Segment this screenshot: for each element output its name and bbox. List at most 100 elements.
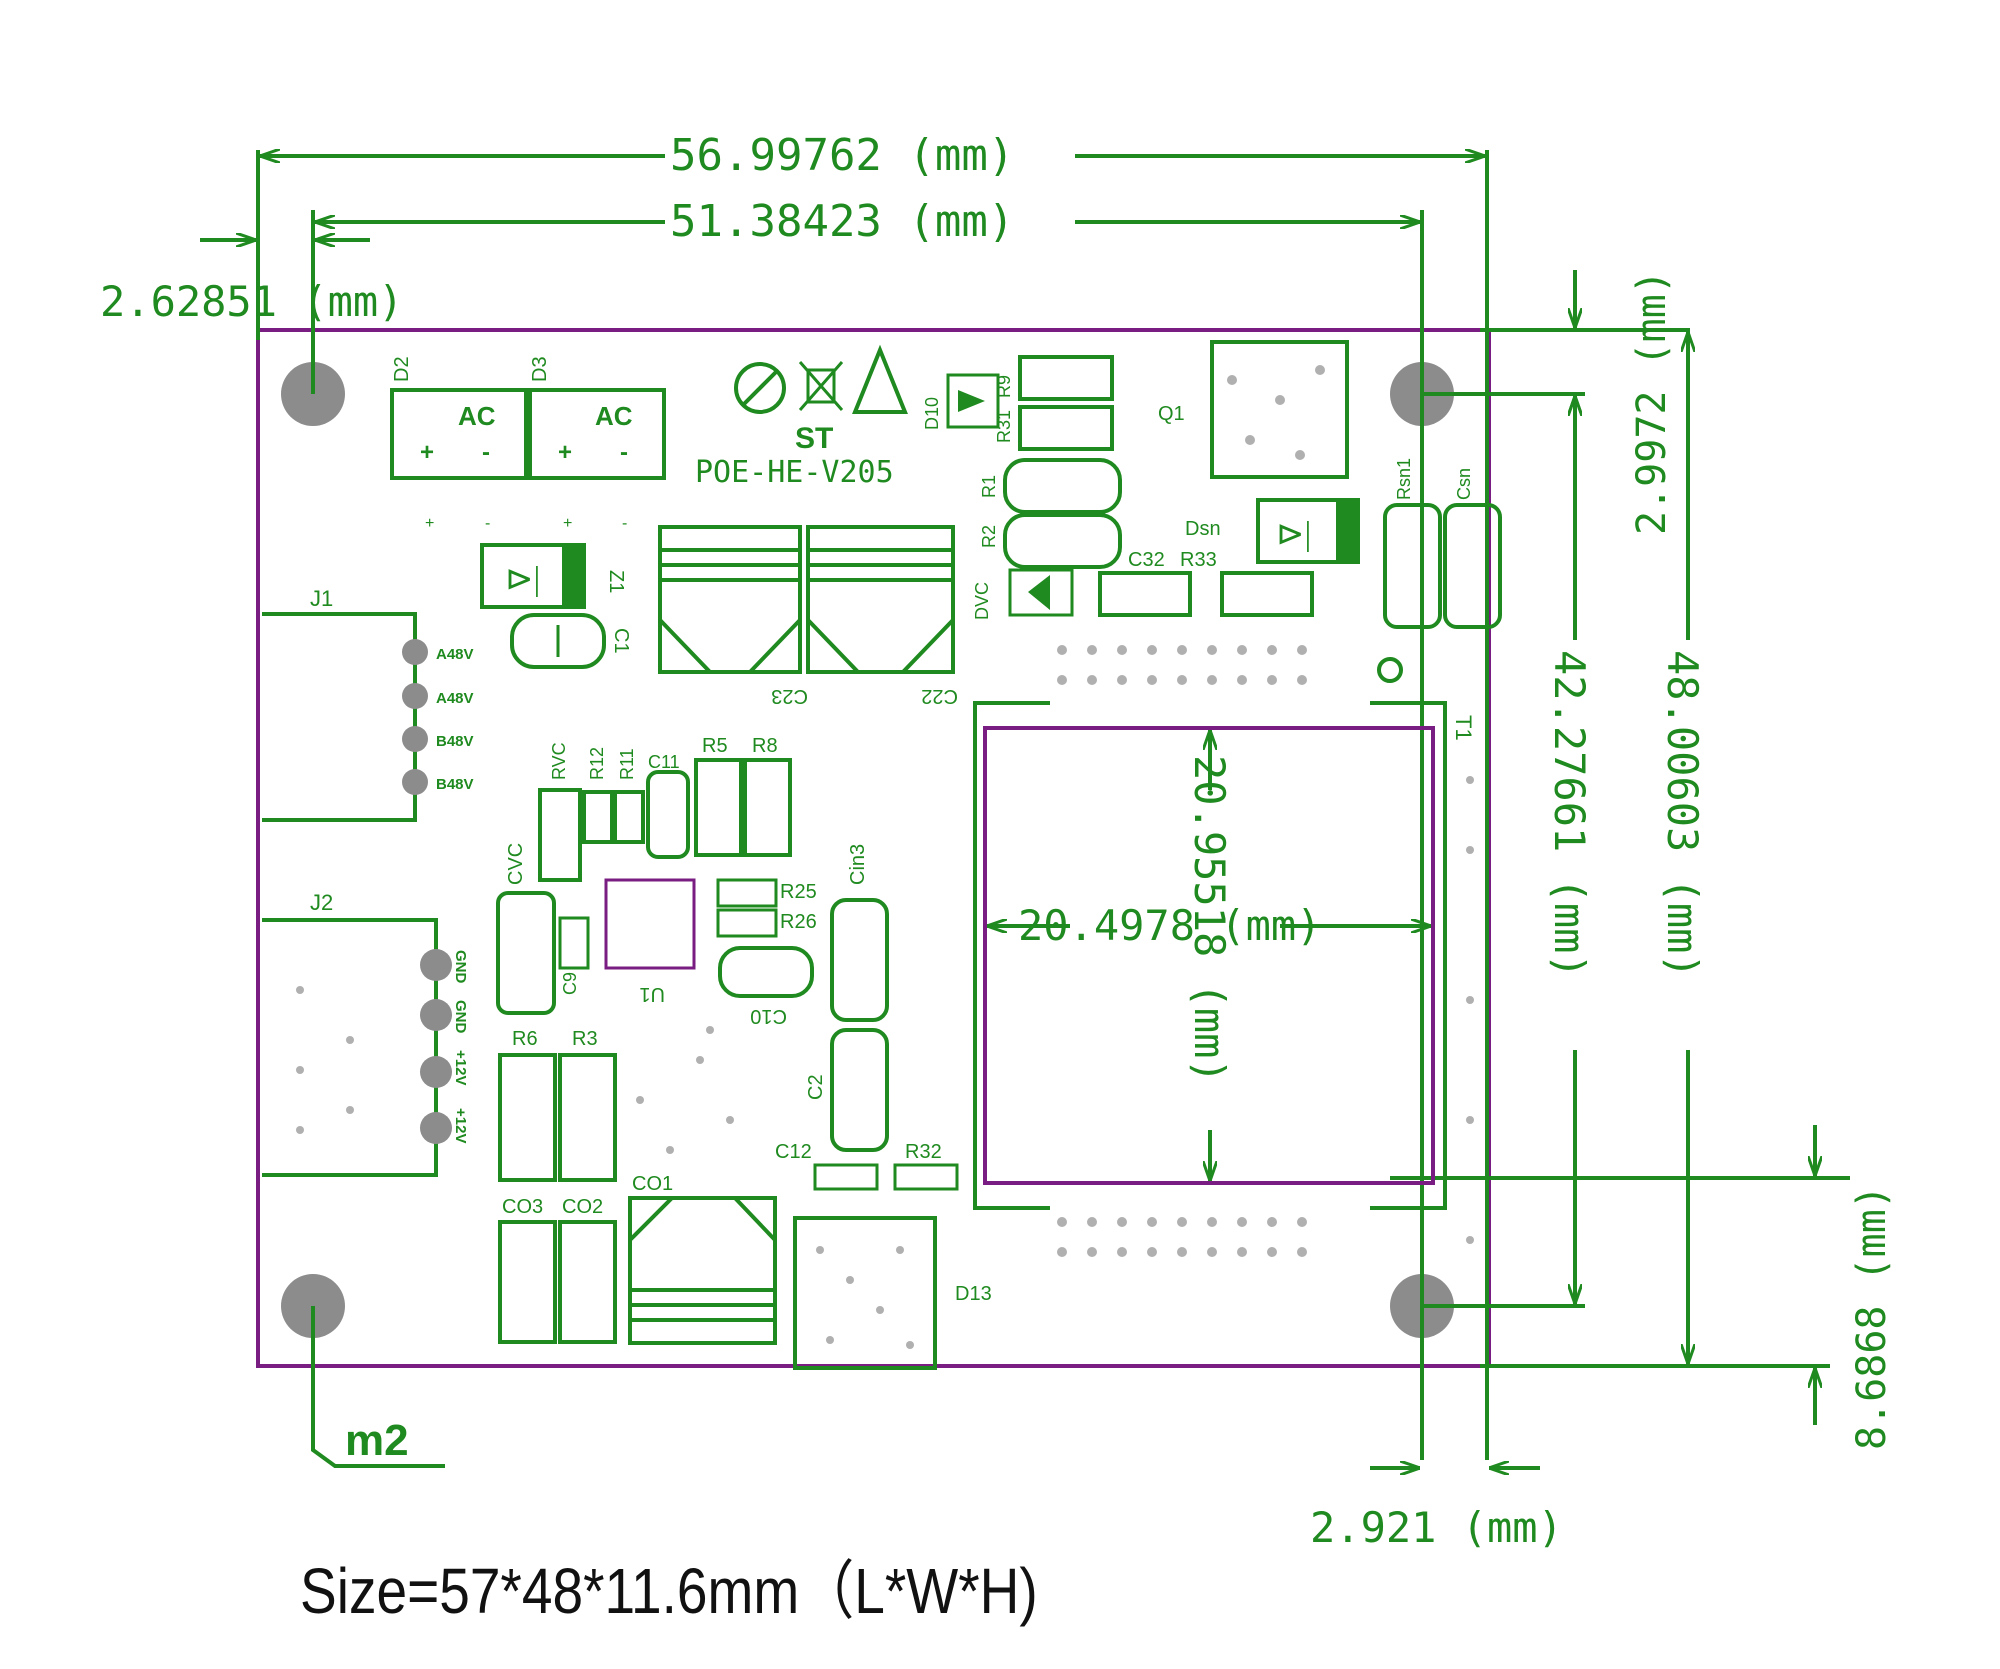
capacitor-csn bbox=[1443, 503, 1502, 629]
size-caption: Size=57*48*11.6mm（L*W*H) bbox=[300, 1555, 1038, 1627]
j2-pin-label-1: GND bbox=[452, 950, 469, 984]
ic-u1 bbox=[604, 878, 696, 970]
label-dsn: Dsn bbox=[1185, 518, 1221, 540]
bridge-d2 bbox=[390, 388, 528, 480]
label-c9: C9 bbox=[560, 972, 580, 995]
capacitor-c2 bbox=[830, 1028, 889, 1152]
j2-pin-2 bbox=[420, 999, 452, 1031]
m2-leader-line bbox=[311, 1306, 445, 1468]
label-r31: R31 bbox=[994, 410, 1014, 443]
diode-d13 bbox=[793, 1216, 937, 1370]
label-d13: D13 bbox=[955, 1283, 992, 1305]
label-r1: R1 bbox=[979, 475, 999, 498]
bridge-d2-plus: + bbox=[420, 439, 434, 466]
label-u1: U1 bbox=[639, 983, 665, 1005]
capacitor-c32 bbox=[1098, 571, 1192, 617]
label-d10: D10 bbox=[922, 397, 942, 430]
label-r32: R32 bbox=[905, 1141, 942, 1163]
resistor-r11 bbox=[613, 790, 645, 844]
j1-pin-label-1: A48V bbox=[436, 646, 474, 663]
j1-pin-label-4: B48V bbox=[436, 776, 474, 793]
j2-pin-3 bbox=[420, 1056, 452, 1088]
label-c2: C2 bbox=[805, 1074, 827, 1100]
label-q1: Q1 bbox=[1158, 403, 1185, 425]
label-c22: C22 bbox=[921, 685, 958, 707]
board-model: POE-HE-V205 bbox=[695, 455, 894, 490]
resistor-r12 bbox=[582, 790, 614, 844]
capacitor-c1 bbox=[510, 613, 606, 669]
transformer-core bbox=[983, 726, 1435, 1185]
j1-pin-label-2: A48V bbox=[436, 690, 474, 707]
label-z1: Z1 bbox=[605, 570, 627, 593]
resistor-r1 bbox=[1003, 458, 1122, 514]
resistor-r25 bbox=[716, 878, 778, 908]
label-co1: CO1 bbox=[632, 1173, 673, 1195]
transistor-q1 bbox=[1210, 340, 1349, 479]
label-c12: C12 bbox=[775, 1141, 812, 1163]
pin-dots bbox=[296, 365, 1474, 1349]
label-r26: R26 bbox=[780, 911, 817, 933]
label-co2: CO2 bbox=[562, 1196, 603, 1218]
resistor-r6 bbox=[498, 1053, 557, 1182]
label-c1: C1 bbox=[610, 628, 632, 654]
diode-dvc bbox=[1008, 568, 1074, 617]
certification-triangle-icon bbox=[852, 344, 908, 414]
j2-pin-1 bbox=[420, 949, 452, 981]
bridge-d2-ac-label: AC bbox=[458, 401, 496, 431]
label-cin3: Cin3 bbox=[847, 844, 869, 885]
j2-pin-label-2: GND bbox=[452, 1000, 469, 1034]
resistor-r8 bbox=[743, 758, 792, 857]
label-t1: T1 bbox=[1451, 715, 1476, 741]
label-r8: R8 bbox=[752, 735, 778, 757]
resistor-rvc bbox=[538, 788, 582, 882]
j1-pin-4 bbox=[402, 769, 428, 795]
label-j2: J2 bbox=[310, 890, 333, 915]
capacitor-cvc bbox=[496, 891, 556, 1015]
resistor-r3 bbox=[558, 1053, 617, 1182]
diode-z1-symbol: ⊳| bbox=[505, 561, 540, 598]
bridge-d2-minus-outside: - bbox=[485, 515, 490, 532]
bridge-d3 bbox=[528, 388, 666, 480]
resistor-r31 bbox=[1018, 405, 1114, 451]
capacitor-cin3 bbox=[830, 898, 889, 1022]
logo-st: ST bbox=[795, 422, 833, 455]
label-rsn1: Rsn1 bbox=[1394, 458, 1414, 500]
j1-pin-3 bbox=[402, 726, 428, 752]
label-r2: R2 bbox=[979, 525, 999, 548]
dim-top-offset: 2.9972 (mm) bbox=[1629, 270, 1675, 535]
label-r12: R12 bbox=[587, 747, 607, 780]
label-j1: J1 bbox=[310, 586, 333, 611]
label-r5: R5 bbox=[702, 735, 728, 757]
label-dvc: DVC bbox=[972, 582, 992, 620]
bridge-d3-ac-label: AC bbox=[595, 401, 633, 431]
label-rvc: RVC bbox=[549, 742, 569, 780]
dim-hole-spacing-y: 42.27661 (mm) bbox=[1545, 650, 1594, 979]
bridge-d3-minus: - bbox=[620, 439, 628, 466]
bridge-d2-plus-outside: + bbox=[425, 515, 434, 532]
dim-overall-width: 48.00603 (mm) bbox=[1658, 650, 1707, 979]
dim-right-hole-offset: 2.921 (mm) bbox=[1310, 1503, 1563, 1552]
label-cvc: CVC bbox=[505, 843, 527, 885]
capacitor-co2 bbox=[558, 1220, 617, 1344]
dim-bottom-offset: 8.6868 (mm) bbox=[1849, 1185, 1895, 1450]
capacitor-co3 bbox=[498, 1220, 557, 1344]
j2-pin-label-4: +12V bbox=[452, 1108, 469, 1143]
resistor-rsn1 bbox=[1383, 503, 1442, 629]
label-r6: R6 bbox=[512, 1028, 538, 1050]
lead-free-icon bbox=[734, 362, 786, 414]
label-csn: Csn bbox=[1454, 468, 1474, 500]
label-co3: CO3 bbox=[502, 1196, 543, 1218]
bridge-d2-minus: - bbox=[482, 439, 490, 466]
dim-transformer-width: 20.4978 (mm) bbox=[1018, 901, 1321, 950]
label-d3: D3 bbox=[529, 356, 551, 382]
resistor-r9 bbox=[1018, 355, 1114, 401]
label-r3: R3 bbox=[572, 1028, 598, 1050]
weee-bin-icon bbox=[798, 361, 844, 411]
label-c23: C23 bbox=[771, 685, 808, 707]
label-r11: R11 bbox=[617, 748, 637, 780]
j1-body bbox=[262, 612, 417, 822]
resistor-r5 bbox=[694, 758, 743, 857]
label-c32: C32 bbox=[1128, 549, 1165, 571]
label-r9: R9 bbox=[994, 375, 1014, 398]
